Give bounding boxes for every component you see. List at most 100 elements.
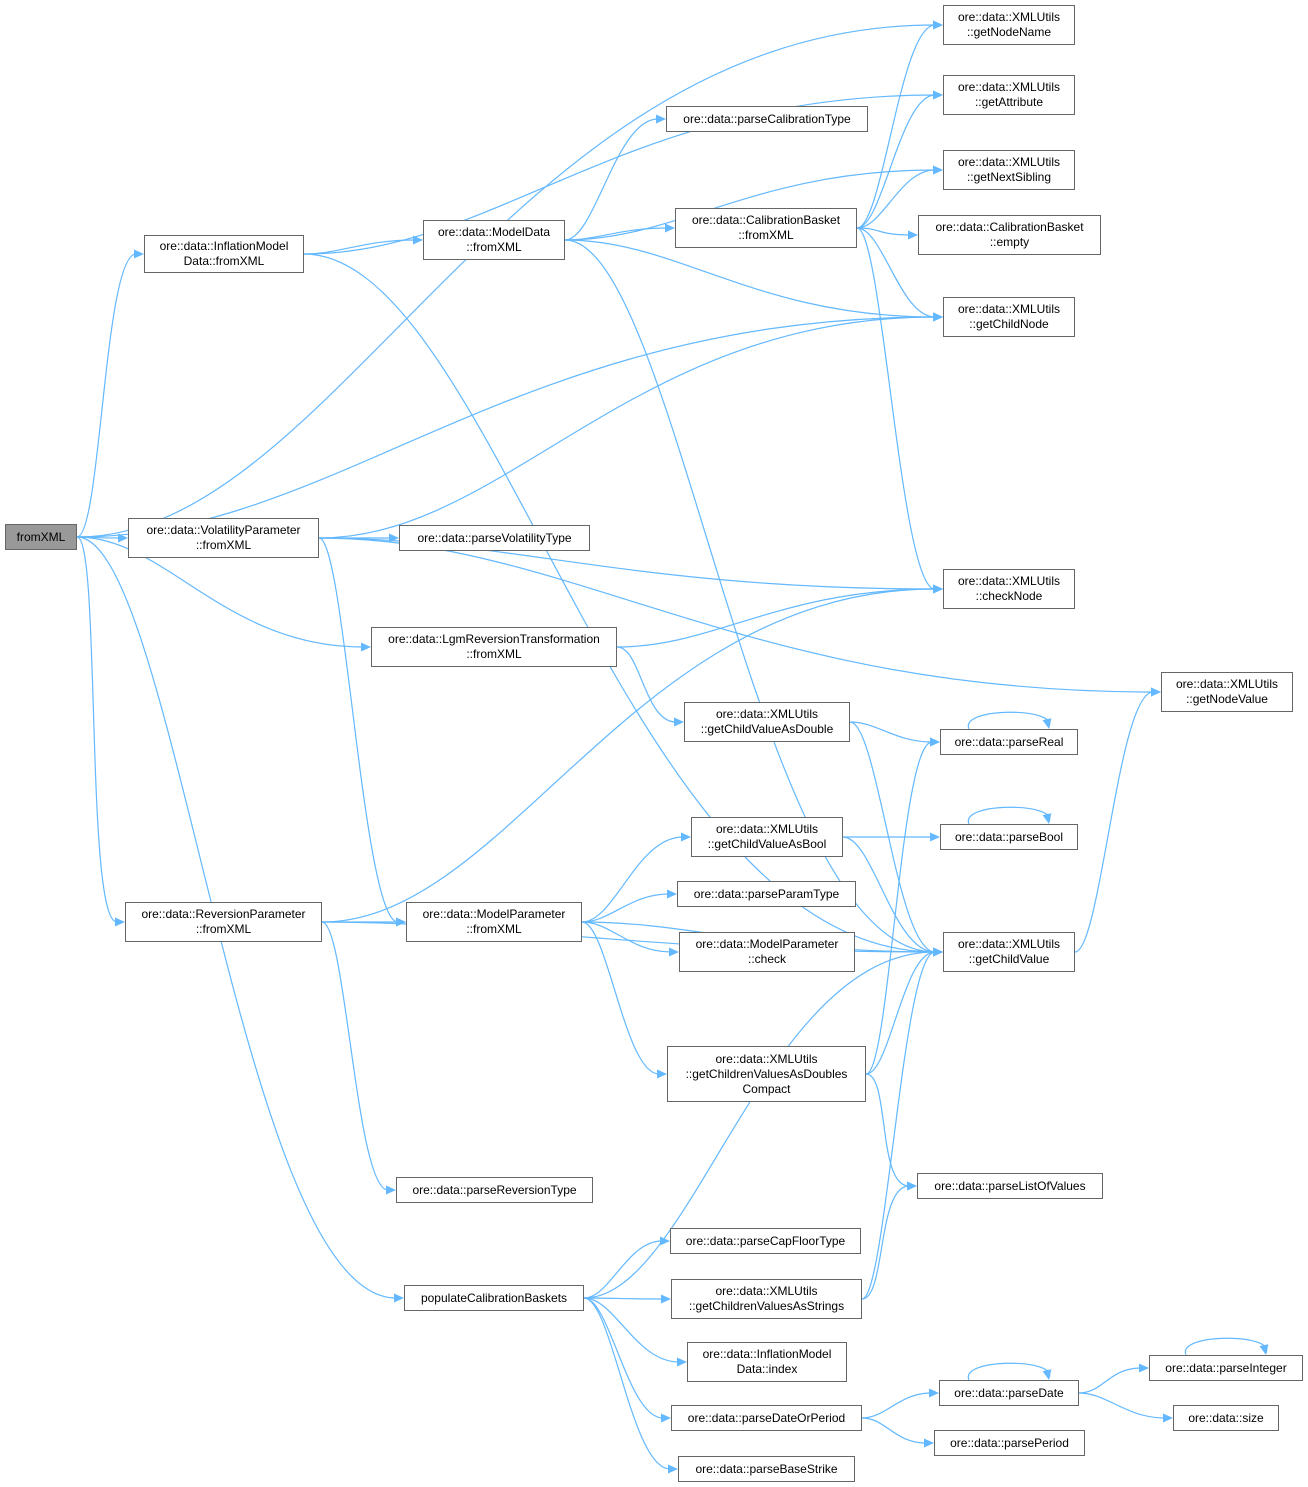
node-label-line: ::getNodeName <box>966 25 1052 39</box>
call-edge <box>967 1362 1051 1381</box>
call-edge <box>76 316 936 538</box>
edge-arrowhead <box>933 947 943 957</box>
call-edge <box>303 253 936 953</box>
call-edge <box>564 169 936 241</box>
node-label-line: ore::data::ReversionParameter <box>141 907 306 921</box>
graph-node-ore-data-parsereversiontype[interactable]: ore::data::parseReversionType <box>396 1177 593 1203</box>
node-label-line: ore::data::XMLUtils <box>715 707 819 721</box>
edge-arrowhead <box>134 249 144 259</box>
call-edge <box>581 836 684 923</box>
graph-node-ore-data-modelparameter-check[interactable]: ore::data::ModelParameter::check <box>679 932 855 972</box>
graph-node-ore-data-xmlutils-getchildrenvaluesasdoublescompact[interactable]: ore::data::XMLUtils::getChildrenValuesAs… <box>667 1046 866 1102</box>
graph-node-ore-data-parsevolatilitytype[interactable]: ore::data::parseVolatilityType <box>399 525 590 551</box>
edge-arrowhead <box>1139 1363 1149 1373</box>
edge-arrowhead <box>660 1236 670 1246</box>
graph-node-ore-data-xmlutils-getnodename[interactable]: ore::data::XMLUtils::getNodeName <box>943 5 1075 45</box>
node-label-line: ore::data::XMLUtils <box>957 10 1061 24</box>
call-edge <box>303 94 936 255</box>
node-label-line: ore::data::parseBool <box>954 829 1064 844</box>
graph-node-ore-data-modeldata-fromxml[interactable]: ore::data::ModelData::fromXML <box>423 220 565 260</box>
node-label-line: ore::data::parseListOfValues <box>934 1178 1086 1193</box>
edge-arrowhead <box>907 1181 917 1191</box>
graph-node-ore-data-parsedate[interactable]: ore::data::parseDate <box>939 1380 1079 1406</box>
node-label-line: Compact <box>742 1081 791 1096</box>
edge-arrowhead <box>361 642 371 652</box>
call-edge <box>583 1297 671 1470</box>
call-edge <box>583 1297 680 1363</box>
graph-node-ore-data-parsereal[interactable]: ore::data::parseReal <box>940 729 1078 755</box>
graph-node-ore-data-reversionparameter-fromxml[interactable]: ore::data::ReversionParameter::fromXML <box>125 902 322 942</box>
graph-node-ore-data-xmlutils-getchildvalue[interactable]: ore::data::XMLUtils::getChildValue <box>943 932 1075 972</box>
node-label-line: ::getAttribute <box>974 95 1044 109</box>
graph-node-ore-data-xmlutils-getattribute[interactable]: ore::data::XMLUtils::getAttribute <box>943 75 1075 115</box>
graph-node-ore-data-lgmreversiontransformation-fromxml[interactable]: ore::data::LgmReversionTransformation::f… <box>371 627 617 667</box>
node-label-line: ::check <box>747 952 786 966</box>
node-label-line: ::getChildValueAsDouble <box>700 722 834 736</box>
graph-node-ore-data-xmlutils-getnodevalue[interactable]: ore::data::XMLUtils::getNodeValue <box>1161 672 1293 712</box>
edge-arrowhead <box>674 717 684 727</box>
graph-node-ore-data-size[interactable]: ore::data::size <box>1173 1405 1279 1431</box>
edge-arrowhead <box>667 889 677 899</box>
node-label-line: ::getChildValueAsBool <box>707 837 827 851</box>
edge-arrowhead <box>668 1464 678 1474</box>
call-edge <box>581 921 660 1075</box>
graph-node-populatecalibrationbaskets[interactable]: populateCalibrationBaskets <box>404 1285 584 1311</box>
node-label-line: ore::data::LgmReversionTransformation <box>388 632 600 646</box>
node-label-line: ore::data::InflationModel <box>159 239 289 253</box>
node-label-line: ::getNodeValue <box>1186 692 1268 706</box>
node-label-line: ore::data::ModelData <box>437 225 551 239</box>
graph-node-ore-data-parselistofvalues[interactable]: ore::data::parseListOfValues <box>917 1173 1103 1199</box>
node-label-line: ore::data::parseInteger <box>1165 1360 1287 1375</box>
graph-node-ore-data-parseinteger[interactable]: ore::data::parseInteger <box>1149 1355 1303 1381</box>
graph-node-ore-data-calibrationbasket-fromxml[interactable]: ore::data::CalibrationBasket::fromXML <box>675 208 857 248</box>
graph-node-ore-data-parsecapfloortype[interactable]: ore::data::parseCapFloorType <box>670 1228 861 1254</box>
edge-arrowhead <box>1042 1369 1052 1380</box>
graph-node-ore-data-volatilityparameter-fromxml[interactable]: ore::data::VolatilityParameter::fromXML <box>128 518 319 558</box>
call-edge <box>861 1417 927 1444</box>
node-label-line: ore::data::ModelParameter <box>695 937 839 951</box>
graph-node-ore-data-xmlutils-getchildvalueasdouble[interactable]: ore::data::XMLUtils::getChildValueAsDoub… <box>684 702 850 742</box>
graph-node-ore-data-parsedateorperiod[interactable]: ore::data::parseDateOrPeriod <box>671 1405 862 1431</box>
call-edge <box>849 721 933 743</box>
call-edge <box>861 1392 932 1419</box>
call-edge <box>583 951 936 1299</box>
call-edge <box>861 1185 910 1300</box>
edge-arrowhead <box>677 1357 687 1367</box>
node-label-line: ::empty <box>989 235 1030 249</box>
node-label-line: ore::data::parseReversionType <box>412 1182 577 1197</box>
node-label-line: ::getNextSibling <box>966 170 1052 184</box>
call-edge <box>76 253 137 538</box>
edge-arrowhead <box>394 1293 404 1303</box>
edge-arrowhead <box>933 584 943 594</box>
call-edge <box>842 836 936 953</box>
call-edge <box>318 316 936 539</box>
call-edge <box>865 741 933 1075</box>
graph-node-ore-data-parsecalibrationtype[interactable]: ore::data::parseCalibrationType <box>666 106 868 132</box>
call-edge <box>583 1297 664 1300</box>
graph-node-ore-data-parsebool[interactable]: ore::data::parseBool <box>940 824 1078 850</box>
node-label-line: ore::data::XMLUtils <box>715 1284 818 1298</box>
graph-node-ore-data-parseparamtype[interactable]: ore::data::parseParamType <box>677 881 856 907</box>
graph-node-ore-data-xmlutils-getchildrenvaluesasstrings[interactable]: ore::data::XMLUtils::getChildrenValuesAs… <box>671 1279 862 1319</box>
graph-node-ore-data-modelparameter-fromxml[interactable]: ore::data::ModelParameter::fromXML <box>406 902 582 942</box>
node-label-line: ::getChildValue <box>968 952 1050 966</box>
node-label-line: ::getChildrenValuesAsStrings <box>688 1299 845 1313</box>
graph-node-ore-data-xmlutils-getnextsibling[interactable]: ore::data::XMLUtils::getNextSibling <box>943 150 1075 190</box>
edge-arrowhead <box>396 917 406 927</box>
node-label-line: ::fromXML <box>195 538 252 552</box>
graph-node-ore-data-calibrationbasket-empty[interactable]: ore::data::CalibrationBasket::empty <box>918 215 1101 255</box>
node-label-line: ore::data::XMLUtils <box>957 155 1061 169</box>
call-edge <box>581 921 672 953</box>
edge-arrowhead <box>681 832 691 842</box>
graph-node-fromxml[interactable]: fromXML <box>5 524 77 550</box>
graph-node-ore-data-xmlutils-getchildvalueasbool[interactable]: ore::data::XMLUtils::getChildValueAsBool <box>691 817 843 857</box>
node-label-line: ore::data::parseCalibrationType <box>683 111 851 126</box>
graph-node-ore-data-xmlutils-getchildnode[interactable]: ore::data::XMLUtils::getChildNode <box>943 297 1075 337</box>
graph-node-ore-data-parseperiod[interactable]: ore::data::parsePeriod <box>934 1430 1085 1456</box>
graph-node-ore-data-xmlutils-checknode[interactable]: ore::data::XMLUtils::checkNode <box>943 569 1075 609</box>
call-edge <box>1074 691 1154 953</box>
graph-node-ore-data-parsebasestrike[interactable]: ore::data::parseBaseStrike <box>678 1456 855 1482</box>
